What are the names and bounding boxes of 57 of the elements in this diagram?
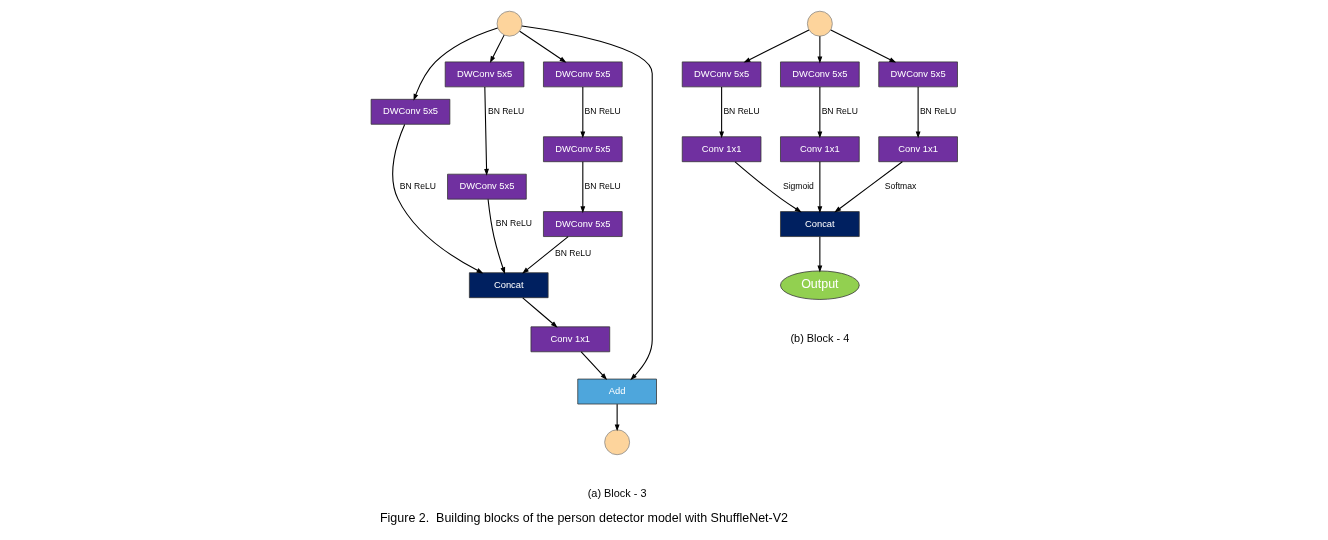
- node-circle: [806, 10, 833, 37]
- edge-label: BN ReLU: [554, 247, 591, 258]
- edge-label: BN ReLU: [722, 105, 760, 116]
- arrow: [816, 35, 822, 64]
- edge-label: Softmax: [884, 180, 916, 191]
- arrow: [483, 86, 489, 176]
- edge-label: BN ReLU: [584, 180, 621, 191]
- arrow: [816, 86, 822, 139]
- arrow: [718, 86, 724, 139]
- arrow: [413, 27, 498, 101]
- arrow: [580, 351, 607, 380]
- label: (b) Block - 4: [789, 332, 849, 345]
- arrow: [816, 161, 822, 214]
- arrow: [579, 161, 585, 214]
- arrow: [734, 161, 802, 213]
- edge-label: BN ReLU: [399, 180, 436, 191]
- node-box: DWConv 5x5: [446, 173, 527, 200]
- edge-label: Sigmoid: [782, 180, 814, 191]
- node-box: Conv 1x1: [530, 326, 610, 353]
- node-box: DWConv 5x5: [542, 136, 623, 163]
- node-circle: [496, 10, 522, 37]
- node-box: Add: [576, 378, 657, 405]
- node-ellipse: Output: [779, 270, 860, 300]
- node-box: DWConv 5x5: [681, 61, 761, 88]
- arrow: [487, 198, 505, 275]
- arrow: [829, 29, 896, 63]
- edge-label: BN ReLU: [919, 105, 956, 116]
- node-box: DWConv 5x5: [779, 61, 860, 88]
- node-box: Concat: [468, 272, 548, 299]
- edge-label: BN ReLU: [821, 105, 858, 116]
- arrow: [579, 86, 585, 139]
- arrow: [489, 34, 505, 64]
- arrow: [521, 236, 569, 274]
- node-box: Conv 1x1: [877, 136, 958, 163]
- node-box: Concat: [779, 211, 860, 237]
- arrow: [614, 403, 620, 432]
- node-box: Conv 1x1: [681, 136, 761, 163]
- arrow: [521, 297, 558, 328]
- node-box: Conv 1x1: [779, 136, 860, 163]
- edge-label: BN ReLU: [487, 105, 524, 116]
- node-box: DWConv 5x5: [444, 61, 524, 88]
- arrow: [816, 236, 822, 273]
- arrow: [833, 161, 903, 213]
- diagram-title: Figure 2. Building blocks of the person detector model with ShuffleNet-V2: [379, 510, 788, 525]
- arrow: [915, 86, 920, 139]
- arrow: [391, 123, 483, 274]
- edge-label: BN ReLU: [495, 218, 532, 229]
- arrow: [743, 29, 809, 63]
- node-box: DWConv 5x5: [370, 98, 450, 125]
- arrow: [520, 25, 653, 381]
- arrow: [518, 30, 566, 63]
- node-box: DWConv 5x5: [542, 211, 623, 237]
- edge-label: BN ReLU: [584, 105, 621, 116]
- label: (a) Block - 3: [587, 487, 647, 500]
- node-circle: [603, 429, 630, 456]
- node-box: DWConv 5x5: [542, 61, 623, 88]
- node-box: DWConv 5x5: [877, 61, 958, 88]
